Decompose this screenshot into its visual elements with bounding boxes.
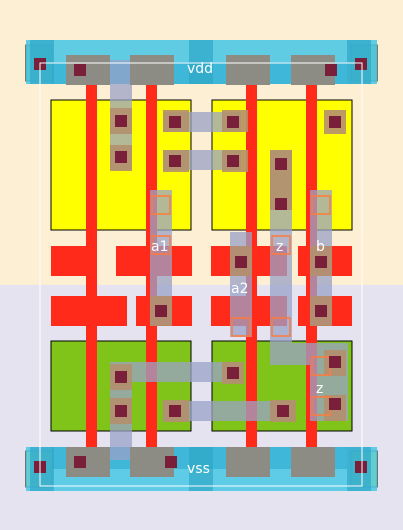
contact-vdd-2: [325, 64, 337, 76]
via-a1: [151, 195, 171, 215]
contact-n-5: [277, 405, 289, 417]
contact-p-5: [227, 116, 239, 128]
via-b: [311, 195, 331, 215]
contact-b-upper: [315, 256, 327, 268]
li-strap-nmos-lower: [163, 401, 293, 421]
contact-vss-1: [74, 456, 86, 468]
via-a1-mid: [151, 235, 171, 255]
cell-boundary: [39, 62, 363, 487]
li-a1: [150, 190, 172, 325]
rail-pad-vss-3: [226, 447, 270, 477]
contact-p-2: [115, 151, 127, 163]
rail-pad-vdd-1: [66, 55, 110, 85]
contact-n-3: [169, 405, 181, 417]
rail-tab-top-mid: [189, 40, 213, 84]
contact-n-1: [115, 371, 127, 383]
contact-tap-br: [355, 461, 367, 473]
via-z-mid: [271, 235, 291, 255]
contact-p-9: [329, 116, 341, 128]
via-a2: [231, 317, 251, 337]
pin-label-b: b: [316, 239, 325, 255]
rail-pad-vss-4: [291, 447, 335, 477]
contact-n-7: [329, 398, 341, 410]
rail-tab-bottom-mid: [189, 447, 213, 491]
pin-label-a1: a1: [151, 239, 169, 255]
contact-p-6: [227, 155, 239, 167]
contact-a1-lower: [155, 305, 167, 317]
pin-label-vdd: vdd: [187, 61, 213, 77]
pin-label-z-top: z: [276, 239, 283, 255]
pin-label-a2: a2: [231, 281, 249, 297]
contact-p-3: [169, 116, 181, 128]
contact-vdd-1: [74, 64, 86, 76]
contact-n-6: [329, 356, 341, 368]
pin-label-vss: vss: [187, 461, 210, 477]
contact-b-lower: [315, 305, 327, 317]
contact-a2-upper: [235, 256, 247, 268]
rail-pad-vss-1: [66, 447, 110, 477]
rail-pad-vdd-2: [130, 55, 174, 85]
contact-n-4: [227, 367, 239, 379]
pin-label-z-bottom: z: [316, 381, 323, 397]
contact-p-4: [169, 155, 181, 167]
li-strap-nmos-upper: [110, 362, 240, 382]
contact-tap-tr: [355, 58, 367, 70]
contact-n-2: [115, 405, 127, 417]
contact-p-7: [275, 158, 287, 170]
contact-p-1: [115, 115, 127, 127]
rail-pad-vdd-3: [226, 55, 270, 85]
via-z-lower: [271, 317, 291, 337]
contact-p-8: [275, 198, 287, 210]
poly-pad-left-lower: [51, 296, 127, 326]
poly-pad-left-upper: [51, 246, 97, 276]
contact-vss-2: [165, 456, 177, 468]
